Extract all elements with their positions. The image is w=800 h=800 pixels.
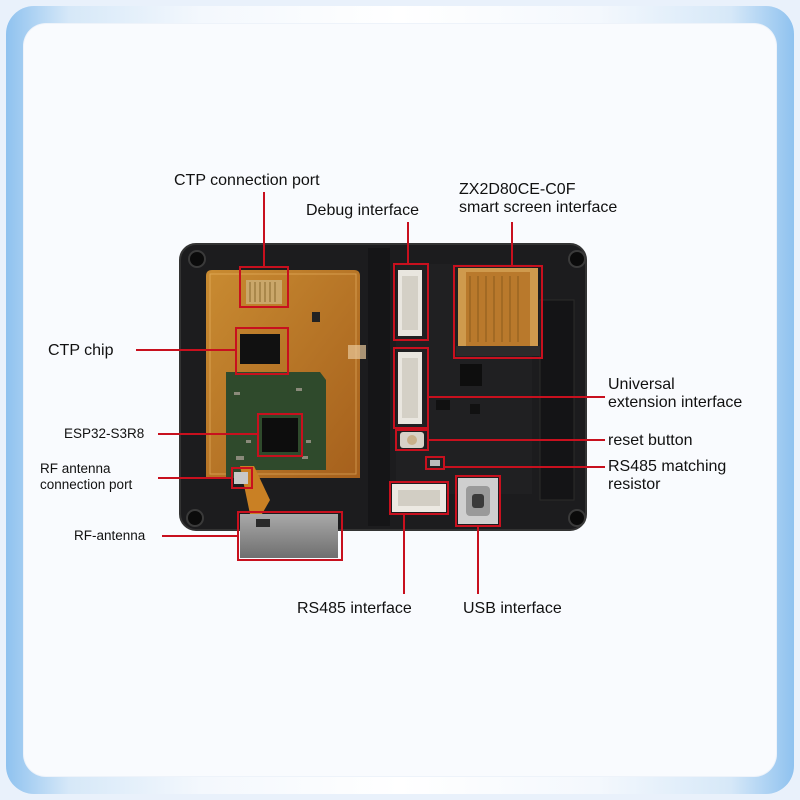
label-rf-antenna: RF-antenna: [74, 528, 146, 543]
highlight-debug: [393, 263, 429, 341]
right-board: [392, 264, 540, 524]
label-rf-port-line1: RF antenna: [40, 461, 111, 476]
label-esp32: ESP32-S3R8: [64, 426, 145, 441]
label-rs485-matching-resistor: RS485 matching resistor: [608, 458, 726, 495]
label-usb-interface: USB interface: [463, 600, 562, 617]
highlight-rs485: [389, 481, 449, 515]
label-rf-antenna-connection-port: RF antenna connection port: [40, 461, 132, 492]
label-debug-interface: Debug interface: [306, 202, 419, 219]
highlight-rs485-resistor: [425, 456, 445, 470]
label-universal-line2: extension interface: [608, 394, 743, 412]
highlight-smart-screen: [453, 265, 543, 359]
label-smart-screen-interface: ZX2D80CE-C0F smart screen interface: [459, 181, 617, 218]
label-rf-port-line2: connection port: [40, 476, 133, 492]
label-ctp-connection-port: CTP connection port: [174, 172, 320, 189]
label-rs485-resistor-line2: resistor: [608, 476, 661, 494]
label-universal-line1: Universal: [608, 376, 675, 393]
label-smart-screen-line2: smart screen interface: [459, 199, 618, 217]
label-rs485-interface: RS485 interface: [297, 600, 412, 617]
rf-antenna-assembly: [234, 466, 338, 558]
label-smart-screen-line1: ZX2D80CE-C0F: [459, 181, 576, 198]
label-ctp-chip: CTP chip: [48, 342, 114, 359]
highlight-universal: [393, 347, 429, 429]
label-reset-button: reset button: [608, 432, 693, 449]
label-universal-extension-interface: Universal extension interface: [608, 376, 742, 413]
label-rs485-resistor-line1: RS485 matching: [608, 458, 727, 475]
